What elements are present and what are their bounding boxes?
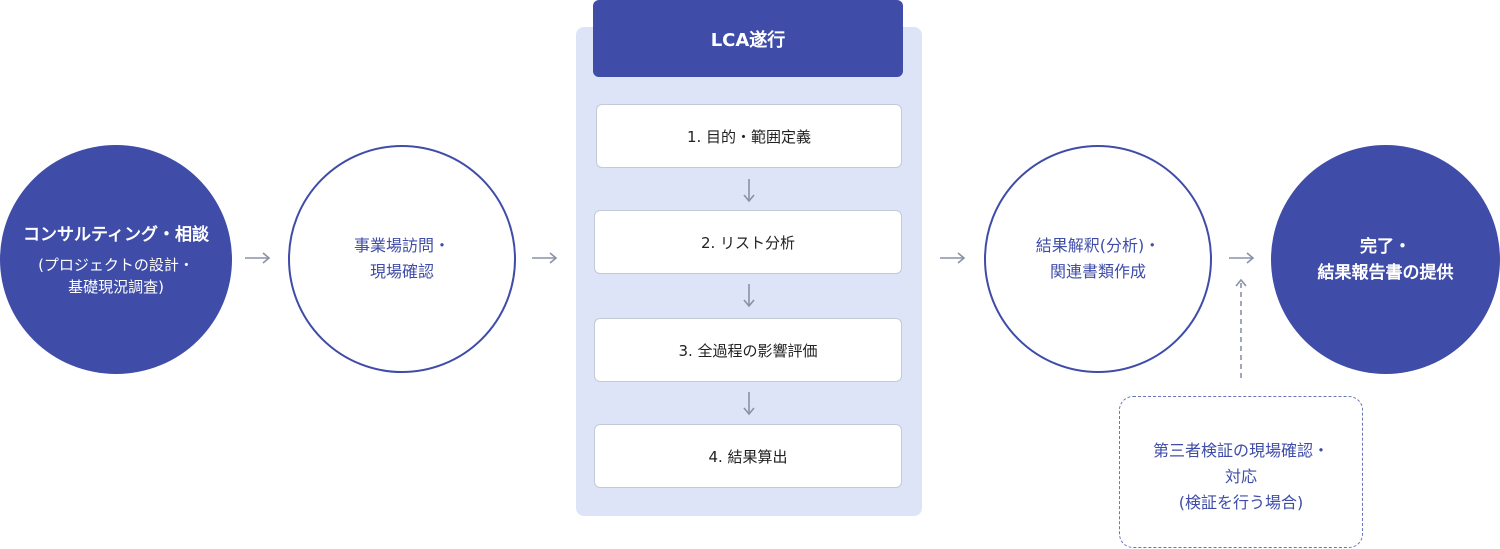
stage-complete: 完了・ 結果報告書の提供 (1271, 145, 1500, 374)
lca-step-2: 2. リスト分析 (594, 210, 902, 274)
verification-line3: (検証を行う場合) (1178, 493, 1304, 512)
stage-site-visit: 事業場訪問・ 現場確認 (288, 145, 516, 373)
dashed-arrow-up-icon (1235, 278, 1247, 378)
stage-complete-line1: 完了・ (1360, 236, 1411, 257)
verification-line2: 対応 (1224, 467, 1257, 486)
stage-site-visit-line1: 事業場訪問・ (353, 236, 450, 255)
stage-consulting-subtitle: (プロジェクトの設計・ 基礎現況調査) (38, 254, 194, 298)
lca-step-3: 3. 全過程の影響評価 (594, 318, 902, 382)
lca-panel-header: LCA遂行 (593, 0, 903, 77)
stage-interpretation-line1: 結果解釈(分析)・ (1035, 236, 1161, 255)
lca-step-1: 1. 目的・範囲定義 (596, 104, 902, 168)
arrow-down-icon (743, 179, 755, 203)
lca-step-4: 4. 結果算出 (594, 424, 902, 488)
arrow-down-icon (743, 284, 755, 308)
arrow-down-icon (743, 392, 755, 416)
stage-site-visit-line2: 現場確認 (369, 262, 434, 281)
stage-consulting-sub-line2: 基礎現況調査) (68, 277, 164, 296)
arrow-right-icon (245, 252, 271, 264)
arrow-right-icon (1229, 252, 1255, 264)
arrow-right-icon (532, 252, 558, 264)
stage-complete-line2: 結果報告書の提供 (1317, 262, 1454, 283)
stage-interpretation: 結果解釈(分析)・ 関連書類作成 (984, 145, 1212, 373)
stage-consulting-sub-line1: (プロジェクトの設計・ (38, 255, 194, 274)
stage-interpretation-line2: 関連書類作成 (1049, 262, 1146, 281)
stage-consulting: コンサルティング・相談 (プロジェクトの設計・ 基礎現況調査) (0, 145, 232, 374)
third-party-verification-box: 第三者検証の現場確認・ 対応 (検証を行う場合) (1119, 396, 1363, 548)
stage-consulting-title: コンサルティング・相談 (23, 224, 209, 245)
arrow-right-icon (940, 252, 966, 264)
verification-line1: 第三者検証の現場確認・ (1152, 441, 1329, 460)
